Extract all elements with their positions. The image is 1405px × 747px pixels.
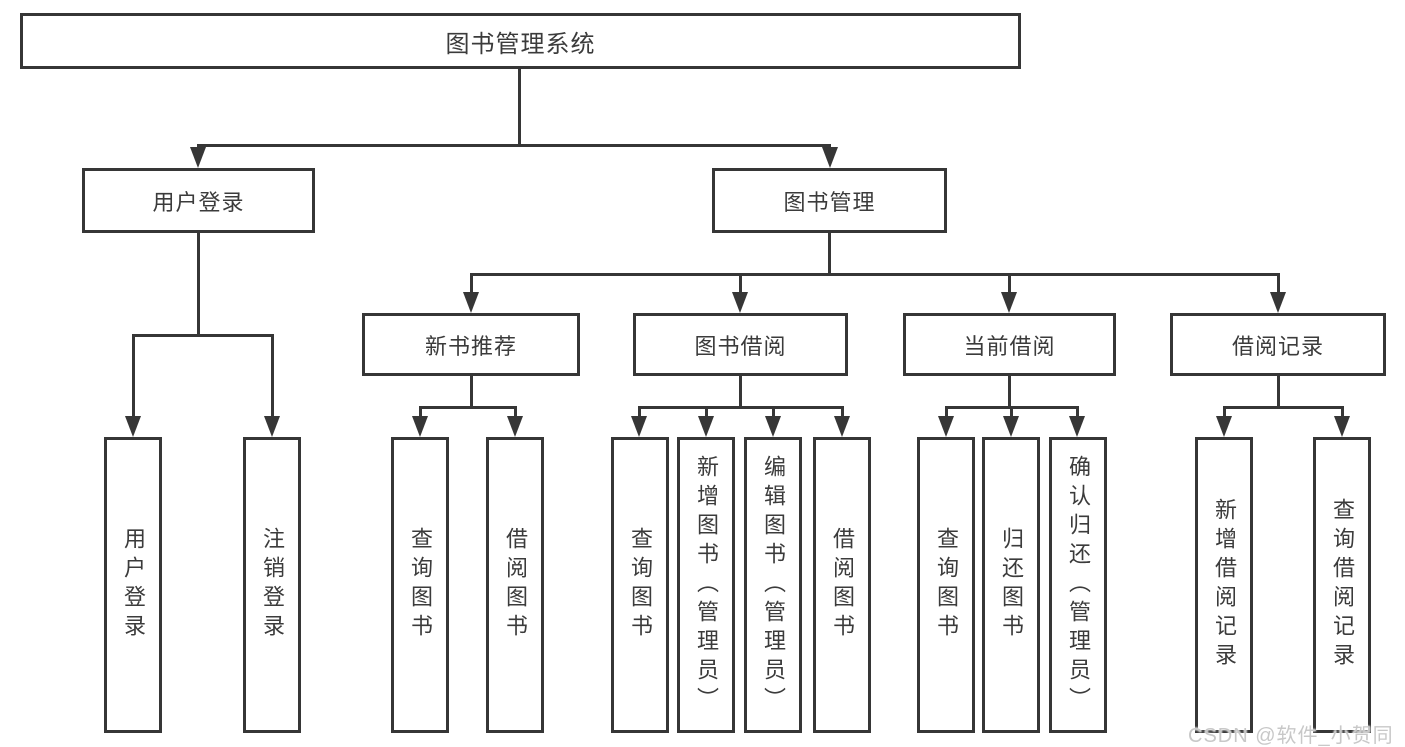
arrowhead-down-icon: [938, 416, 954, 437]
connector-line: [1008, 273, 1011, 296]
leaf-label: 借阅图书: [830, 527, 855, 643]
connector-line: [197, 144, 831, 147]
connector-line: [705, 406, 708, 420]
arrowhead-down-icon: [822, 147, 838, 168]
node-root-library-system: 图书管理系统: [20, 13, 1021, 69]
connector-line: [1223, 406, 1344, 409]
arrowhead-down-icon: [732, 292, 748, 313]
connector-line: [739, 376, 742, 409]
leaf-label: 归还图书: [999, 527, 1024, 643]
node-borrowing-records: 借阅记录: [1170, 313, 1386, 376]
leaf-label: 查询图书: [408, 527, 433, 643]
arrowhead-down-icon: [1270, 292, 1286, 313]
leaf-label: 查询图书: [628, 527, 653, 643]
leaf-label: 新增图书（管理员）: [694, 454, 719, 716]
arrowhead-down-icon: [631, 416, 647, 437]
arrowhead-down-icon: [1069, 416, 1085, 437]
node-user-login: 用户登录: [82, 168, 315, 233]
node-book-borrowing: 图书借阅: [633, 313, 848, 376]
leaf-borrowing-edit-books: 编辑图书（管理员）: [744, 437, 802, 733]
node-current-borrowing: 当前借阅: [903, 313, 1116, 376]
csdn-watermark: CSDN @软件_小贺同学: [1188, 725, 1394, 747]
arrowhead-down-icon: [1003, 416, 1019, 437]
arrowhead-down-icon: [125, 416, 141, 437]
node-new-book-recommend: 新书推荐: [362, 313, 580, 376]
leaf-label: 编辑图书（管理员）: [761, 454, 786, 716]
arrowhead-down-icon: [1216, 416, 1232, 437]
leaf-current-confirm-return: 确认归还（管理员）: [1049, 437, 1107, 733]
arrowhead-down-icon: [463, 292, 479, 313]
arrowhead-down-icon: [765, 416, 781, 437]
leaf-borrowing-add-books: 新增图书（管理员）: [677, 437, 735, 733]
connector-line: [1277, 273, 1280, 296]
connector-line: [132, 334, 135, 420]
connector-line: [470, 273, 473, 296]
connector-line: [841, 406, 844, 420]
connector-line: [419, 406, 517, 409]
leaf-label: 查询借阅记录: [1330, 498, 1355, 672]
connector-line: [419, 406, 422, 420]
connector-line: [638, 406, 844, 409]
leaf-records-query-record: 查询借阅记录: [1313, 437, 1371, 733]
leaf-recommend-query-books: 查询图书: [391, 437, 449, 733]
arrowhead-down-icon: [1001, 292, 1017, 313]
connector-line: [197, 233, 200, 337]
connector-line: [1076, 406, 1079, 420]
leaf-logout: 注销登录: [243, 437, 301, 733]
leaf-label: 借阅图书: [503, 527, 528, 643]
arrowhead-down-icon: [412, 416, 428, 437]
arrowhead-down-icon: [190, 147, 206, 168]
leaf-borrowing-borrow-books: 借阅图书: [813, 437, 871, 733]
leaf-label: 确认归还（管理员）: [1066, 454, 1091, 716]
arrowhead-down-icon: [834, 416, 850, 437]
connector-line: [514, 406, 517, 420]
leaf-recommend-borrow-books: 借阅图书: [486, 437, 544, 733]
connector-line: [518, 69, 521, 146]
connector-line: [828, 233, 831, 275]
node-book-management: 图书管理: [712, 168, 947, 233]
leaf-label: 新增借阅记录: [1212, 498, 1237, 672]
connector-line: [132, 334, 274, 337]
leaf-current-return-books: 归还图书: [982, 437, 1040, 733]
connector-line: [772, 406, 775, 420]
leaf-records-add-record: 新增借阅记录: [1195, 437, 1253, 733]
connector-line: [945, 406, 948, 420]
arrowhead-down-icon: [1334, 416, 1350, 437]
leaf-label: 查询图书: [934, 527, 959, 643]
connector-line: [1341, 406, 1344, 420]
leaf-label: 用户登录: [121, 527, 146, 643]
connector-line: [739, 273, 742, 296]
arrowhead-down-icon: [264, 416, 280, 437]
connector-line: [1008, 376, 1011, 409]
connector-line: [1277, 376, 1280, 409]
connector-line: [638, 406, 641, 420]
connector-line: [470, 376, 473, 409]
connector-line: [1010, 406, 1013, 420]
leaf-label: 注销登录: [260, 527, 285, 643]
leaf-user-login: 用户登录: [104, 437, 162, 733]
connector-line: [470, 273, 1280, 276]
leaf-current-query-books: 查询图书: [917, 437, 975, 733]
arrowhead-down-icon: [507, 416, 523, 437]
connector-line: [271, 334, 274, 420]
connector-line: [1223, 406, 1226, 420]
leaf-borrowing-query-books: 查询图书: [611, 437, 669, 733]
arrowhead-down-icon: [698, 416, 714, 437]
